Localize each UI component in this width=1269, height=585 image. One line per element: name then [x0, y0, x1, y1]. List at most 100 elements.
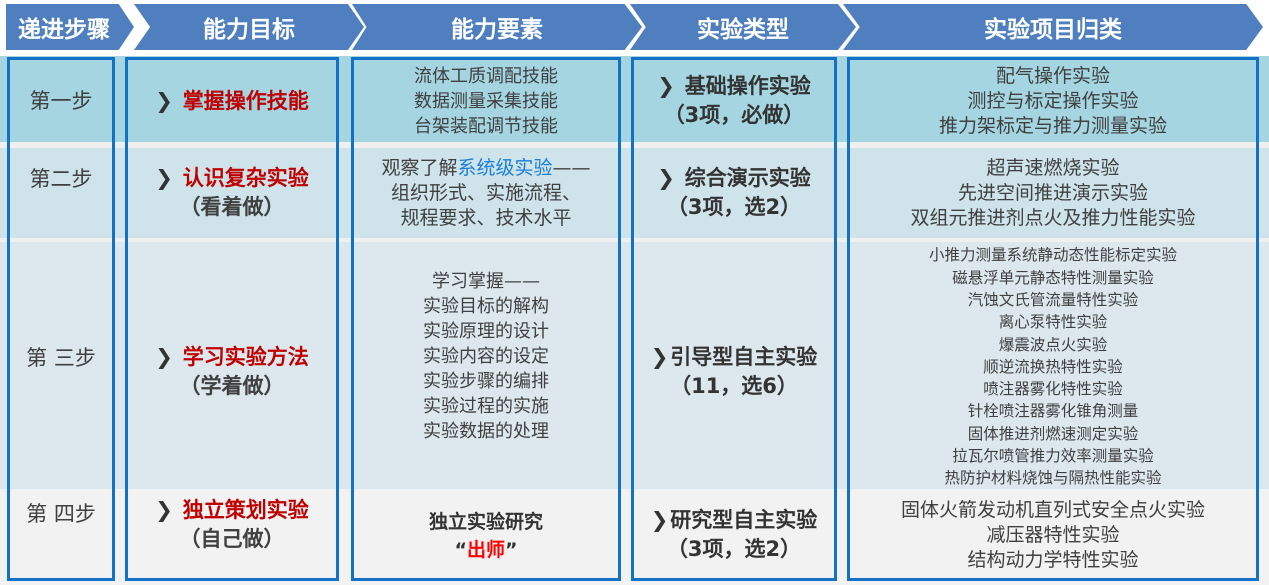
row-band-4: [0, 489, 1269, 585]
project-item: 固体推进剂燃速测定实验: [967, 424, 1139, 443]
project-item: 推力架标定与推力测量实验: [938, 114, 1167, 137]
goal-sub: （看着做）: [179, 195, 285, 219]
header-type: 实验类型: [630, 4, 856, 50]
chevron-right-icon: ❯: [657, 166, 675, 190]
column-elements: [351, 57, 621, 581]
element-prefix: 观察了解: [381, 156, 458, 179]
type-sub: （11，选6）: [670, 374, 798, 398]
element-item: 实验原理的设计: [423, 320, 549, 342]
goal-1: ❯ 掌握操作技能: [128, 60, 336, 142]
element-item: 实验目标的解构: [423, 295, 549, 317]
quote-close: ”: [505, 539, 518, 561]
element-item: 实验步骤的编排: [423, 370, 549, 392]
element-item: 流体工质调配技能: [414, 65, 558, 87]
type-4: ❯研究型自主实验（3项，选2）: [634, 492, 834, 578]
step-2: 第二步: [10, 148, 112, 210]
chevron-right-icon: ❯: [657, 74, 675, 98]
project-item: 爆震波点火实验: [998, 335, 1108, 354]
element-item: 实验内容的设定: [423, 345, 549, 367]
project-item: 先进空间推进演示实验: [957, 181, 1148, 204]
type-sub: （3项，必做）: [663, 103, 805, 127]
type-title: 基础操作实验: [684, 74, 811, 98]
project-item: 汽蚀文氏管流量特性实验: [967, 290, 1139, 309]
row-band-gap: [0, 238, 1269, 242]
header-label: 递进步骤: [18, 17, 110, 43]
header-label: 实验类型: [697, 17, 789, 43]
project-item: 结构动力学特性实验: [967, 548, 1139, 571]
element-item: 实验数据的处理: [423, 420, 549, 442]
header-goal: 能力目标: [134, 4, 364, 50]
project-item: 喷注器雾化特性实验: [983, 380, 1123, 399]
type-2: ❯综合演示实验（3项，选2）: [634, 148, 834, 238]
row-band-3: [0, 242, 1269, 489]
chevron-right-icon: ❯: [650, 345, 669, 369]
quote-open: “: [454, 539, 467, 561]
header-step: 递进步骤: [6, 4, 134, 50]
header-elements: 能力要素: [352, 4, 642, 50]
column-goal: [125, 57, 339, 581]
element-item: 实验过程的实施: [423, 395, 549, 417]
goal-title: 掌握操作技能: [182, 88, 309, 113]
chevron-right-icon: ❯: [650, 508, 669, 532]
project-item: 超声速燃烧实验: [986, 156, 1120, 179]
chevron-right-icon: ❯: [155, 166, 173, 190]
goal-title: 独立策划实验: [182, 498, 309, 522]
project-item: 固体火箭发动机直列式安全点火实验: [900, 498, 1205, 521]
project-item: 配气操作实验: [995, 64, 1110, 87]
step-4: 第 四步: [10, 492, 112, 536]
project-item: 针栓喷注器雾化锥角测量: [967, 402, 1139, 421]
project-item: 拉瓦尔喷管推力效率测量实验: [952, 447, 1154, 466]
project-item: 磁悬浮单元静态特性测量实验: [952, 268, 1154, 287]
elements-1: 流体工质调配技能数据测量采集技能台架装配调节技能: [354, 60, 618, 142]
projects-4: 固体火箭发动机直列式安全点火实验减压器特性实验结构动力学特性实验: [850, 492, 1256, 578]
step-label: 第二步: [29, 166, 93, 191]
project-item: 热防护材料烧蚀与隔热性能实验: [944, 469, 1162, 488]
row-band-1: [0, 56, 1269, 142]
elements-2: 观察了解系统级实验—— 组织形式、实施流程、规程要求、技术水平: [354, 150, 618, 236]
goal-3: ❯ 学习实验方法 （学着做）: [128, 242, 336, 502]
step-1: 第一步: [10, 60, 112, 142]
elements-4: 独立实验研究 “出师”: [354, 500, 618, 572]
elements-3: 学习掌握—— 实验目标的解构实验原理的设计实验内容的设定实验步骤的编排实验过程的实…: [354, 264, 618, 448]
header-label: 能力目标: [203, 17, 295, 43]
goal-title: 学习实验方法: [182, 345, 309, 369]
type-sub: （3项，选2）: [666, 537, 802, 561]
project-item: 减压器特性实验: [986, 523, 1120, 546]
project-item: 双组元推进剂点火及推力性能实验: [910, 206, 1196, 229]
projects-3: 小推力测量系统静动态性能标定实验磁悬浮单元静态特性测量实验汽蚀文氏管流量特性实验…: [850, 244, 1256, 490]
column-type: [631, 57, 837, 581]
projects-1: 配气操作实验测控与标定操作实验推力架标定与推力测量实验: [850, 60, 1256, 142]
goal-2: ❯ 认识复杂实验 （看着做）: [128, 148, 336, 238]
project-item: 测控与标定操作实验: [967, 89, 1139, 112]
chevron-right-icon: ❯: [155, 88, 173, 113]
project-item: 顺逆流换热特性实验: [983, 357, 1123, 376]
element-item: 学习掌握——: [432, 270, 540, 292]
element-highlight: 系统级实验: [457, 156, 553, 179]
element-highlight: 出师: [466, 539, 505, 561]
header-projects: 实验项目归类: [843, 4, 1263, 50]
row-band-gap: [0, 142, 1269, 148]
projects-2: 超声速燃烧实验先进空间推进演示实验双组元推进剂点火及推力性能实验: [850, 148, 1256, 238]
project-item: 离心泵特性实验: [998, 313, 1108, 332]
step-label: 第一步: [29, 88, 93, 113]
goal-title: 认识复杂实验: [182, 166, 309, 190]
goal-sub: （学着做）: [179, 374, 285, 398]
column-projects: [847, 57, 1259, 581]
header-label: 实验项目归类: [984, 17, 1122, 43]
element-item: 独立实验研究: [428, 511, 543, 533]
element-item: 组织形式、实施流程、: [390, 181, 581, 204]
element-item: 规程要求、技术水平: [400, 206, 572, 229]
step-3: 第 三步: [10, 242, 112, 474]
project-item: 小推力测量系统静动态性能标定实验: [928, 246, 1177, 265]
chevron-right-icon: ❯: [155, 498, 173, 522]
column-step: [7, 57, 115, 581]
type-sub: （3项，选2）: [666, 195, 802, 219]
type-3: ❯引导型自主实验（11，选6）: [634, 242, 834, 502]
element-item: 台架装配调节技能: [414, 115, 558, 137]
row-band-2: [0, 148, 1269, 238]
type-1: ❯ 基础操作实验 （3项，必做）: [634, 60, 834, 142]
header-label: 能力要素: [451, 17, 543, 43]
step-label: 第 三步: [26, 345, 96, 370]
chevron-right-icon: ❯: [155, 345, 173, 369]
element-suffix: ——: [552, 156, 591, 179]
